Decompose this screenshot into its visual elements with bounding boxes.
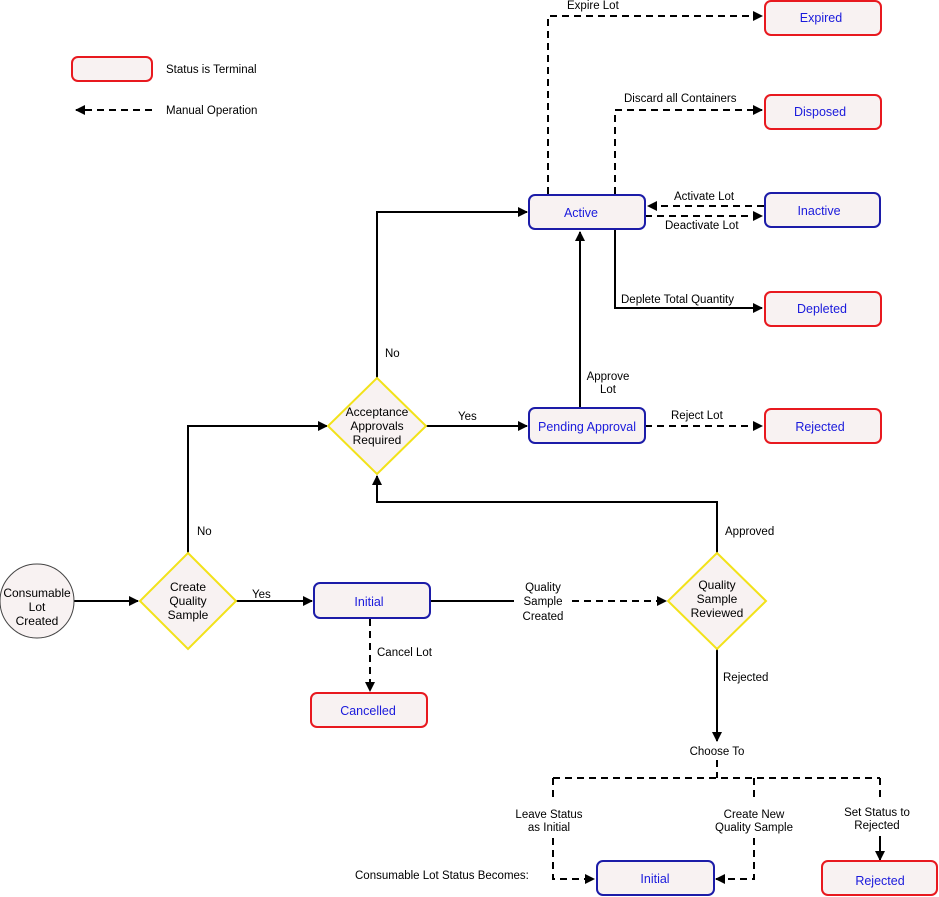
status-depleted: Depleted: [764, 291, 882, 327]
legend-terminal-label: Status is Terminal: [166, 64, 257, 76]
status-pending-approval: Pending Approval: [528, 407, 646, 444]
label-cancel-lot: Cancel Lot: [377, 647, 433, 659]
start-node: Consumable Lot Created: [0, 563, 75, 639]
edge-reviewed-to-acceptance: [372, 475, 718, 553]
legend: Status is Terminal Manual Operation: [71, 56, 257, 117]
label-create-new-2: Quality Sample: [715, 822, 793, 834]
label-activate-lot: Activate Lot: [674, 191, 735, 203]
status-pending-approval-label: Pending Approval: [538, 420, 636, 434]
label-discard-all: Discard all Containers: [624, 93, 737, 105]
status-expired-label: Expired: [800, 11, 842, 25]
legend-terminal-swatch: [71, 56, 153, 82]
label-no-top: No: [385, 348, 400, 360]
status-initial-label: Initial: [354, 595, 383, 609]
status-final-rejected-label: Rejected: [855, 874, 904, 888]
create-quality-line-2: Quality: [169, 594, 206, 608]
label-choose-to: Choose To: [690, 746, 745, 758]
status-final-rejected: Rejected: [821, 860, 938, 896]
acceptance-line-1: Acceptance: [346, 405, 409, 419]
label-set-status-1: Set Status to: [844, 807, 910, 819]
start-line-3: Created: [16, 614, 59, 628]
label-leave-status-2: as Initial: [528, 822, 570, 834]
label-deactivate-lot: Deactivate Lot: [665, 220, 739, 232]
decision-quality-sample-reviewed: Quality Sample Reviewed: [666, 551, 768, 651]
start-line-1: Consumable: [3, 586, 71, 600]
status-active-label: Active: [564, 206, 598, 220]
edge-leave-status-to-initial: [552, 838, 595, 884]
label-quality-sample-created-1: Quality: [525, 582, 561, 594]
status-final-initial: Initial: [596, 860, 715, 896]
status-disposed-label: Disposed: [794, 105, 846, 119]
decision-acceptance-approvals: Acceptance Approvals Required: [326, 376, 428, 476]
label-no-bottom: No: [197, 526, 212, 538]
edge-create-new-to-initial: [715, 838, 755, 884]
label-quality-sample-created-3: Created: [523, 611, 564, 623]
label-set-status-2: Rejected: [854, 820, 899, 832]
status-cancelled: Cancelled: [310, 692, 428, 728]
status-inactive-label: Inactive: [797, 204, 840, 218]
label-approve-lot-2: Lot: [600, 384, 617, 396]
label-reject-lot: Reject Lot: [671, 410, 724, 422]
edge-active-to-depleted: [614, 230, 763, 313]
label-quality-sample-created-2: Sample: [524, 596, 563, 608]
label-leave-status-1: Leave Status: [515, 809, 582, 821]
label-approve-lot-1: Approve: [587, 371, 630, 383]
status-expired: Expired: [764, 0, 882, 36]
start-line-2: Lot: [29, 600, 46, 614]
label-lot-status-becomes: Consumable Lot Status Becomes:: [355, 870, 529, 882]
label-approved: Approved: [725, 526, 774, 538]
label-create-new-1: Create New: [724, 809, 785, 821]
label-expire-lot: Expire Lot: [567, 0, 620, 12]
status-rejected: Rejected: [764, 408, 882, 444]
status-final-initial-label: Initial: [640, 872, 669, 886]
label-rejected: Rejected: [723, 672, 768, 684]
label-yes-acceptance: Yes: [458, 411, 477, 423]
status-initial: Initial: [313, 582, 431, 619]
label-yes-create: Yes: [252, 589, 271, 601]
create-quality-line-1: Create: [170, 580, 206, 594]
create-quality-line-3: Sample: [168, 608, 209, 622]
reviewed-line-3: Reviewed: [691, 606, 744, 620]
reviewed-line-1: Quality: [698, 578, 735, 592]
edge-active-to-expired: [547, 11, 763, 194]
acceptance-line-2: Approvals: [350, 419, 403, 433]
status-disposed: Disposed: [764, 94, 882, 130]
status-rejected-label: Rejected: [795, 420, 844, 434]
edge-labels: No No Yes Yes Approve Lot Reject Lot Exp…: [197, 0, 910, 882]
edge-acceptance-to-active: [376, 207, 528, 378]
status-depleted-label: Depleted: [797, 302, 847, 316]
reviewed-line-2: Sample: [697, 592, 738, 606]
status-cancelled-label: Cancelled: [340, 704, 396, 718]
status-active: Active: [528, 194, 646, 230]
decision-create-quality-sample: Create Quality Sample: [138, 551, 238, 651]
status-inactive: Inactive: [764, 192, 881, 228]
edge-active-to-disposed: [614, 105, 763, 194]
acceptance-line-3: Required: [353, 433, 402, 447]
legend-manual-label: Manual Operation: [166, 105, 257, 117]
edges: [74, 11, 885, 884]
edge-create-to-acceptance: [187, 421, 328, 553]
label-deplete-total: Deplete Total Quantity: [621, 294, 734, 306]
